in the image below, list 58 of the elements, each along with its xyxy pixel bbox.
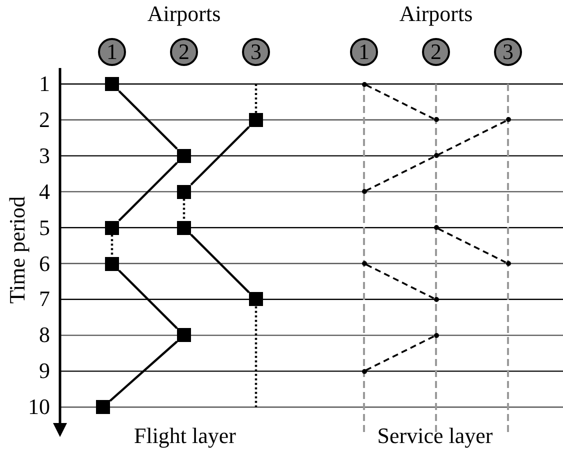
event-dot	[434, 117, 438, 122]
connector-line	[118, 162, 178, 222]
connector-line	[366, 264, 434, 300]
connector-line	[366, 84, 434, 120]
event-square	[177, 184, 191, 199]
airport-circle: 1	[350, 38, 378, 66]
airport-circle: 3	[242, 38, 270, 66]
time-period-number: 9	[39, 360, 50, 382]
airport-circle: 1	[98, 38, 126, 66]
airport-circle: 2	[170, 38, 198, 66]
heading: Airports	[147, 3, 221, 25]
connector-line	[366, 156, 434, 192]
event-square	[177, 148, 191, 163]
heading: Airports	[399, 3, 473, 25]
connector-line	[254, 84, 258, 113]
event-square	[105, 77, 119, 91]
time-period-number: 3	[39, 144, 50, 167]
event-dot	[506, 117, 510, 122]
layer-caption: Flight layer	[134, 425, 236, 447]
event-square	[105, 256, 119, 270]
connector-line	[118, 90, 178, 150]
airport-circle: 3	[494, 38, 522, 66]
time-period-number: 6	[39, 252, 50, 274]
connector-line	[118, 270, 178, 330]
event-square	[105, 220, 119, 235]
time-period-number: 10	[28, 396, 50, 418]
time-period-number: 4	[39, 180, 50, 203]
event-square	[177, 328, 191, 342]
time-period-number: 5	[39, 216, 50, 239]
event-square	[249, 112, 263, 127]
event-dot	[434, 332, 438, 338]
event-dot	[506, 261, 510, 266]
connector-line	[190, 126, 250, 186]
connector-line	[190, 234, 250, 294]
airport-circle: 2	[422, 38, 450, 66]
axis-title: Time period	[7, 196, 29, 304]
connector-line	[254, 306, 258, 408]
layer-caption: Service layer	[377, 425, 493, 447]
event-dot	[362, 261, 366, 266]
event-dot	[362, 189, 366, 194]
connector-line	[438, 228, 506, 264]
connector-line	[366, 336, 434, 371]
connector-line	[182, 198, 186, 221]
event-square	[96, 400, 110, 414]
event-dot	[434, 225, 438, 230]
event-square	[177, 220, 191, 235]
time-period-number: 7	[39, 288, 50, 310]
time-period-number: 1	[39, 73, 50, 95]
event-dot	[362, 368, 366, 374]
connector-line	[110, 234, 114, 256]
connector-line	[109, 340, 178, 402]
time-period-number: 8	[39, 324, 50, 346]
event-dot	[434, 153, 438, 158]
event-dot	[362, 82, 366, 86]
event-dot	[434, 296, 438, 302]
time-period-number: 2	[39, 108, 50, 131]
event-square	[249, 292, 263, 306]
connector-line	[438, 120, 506, 156]
